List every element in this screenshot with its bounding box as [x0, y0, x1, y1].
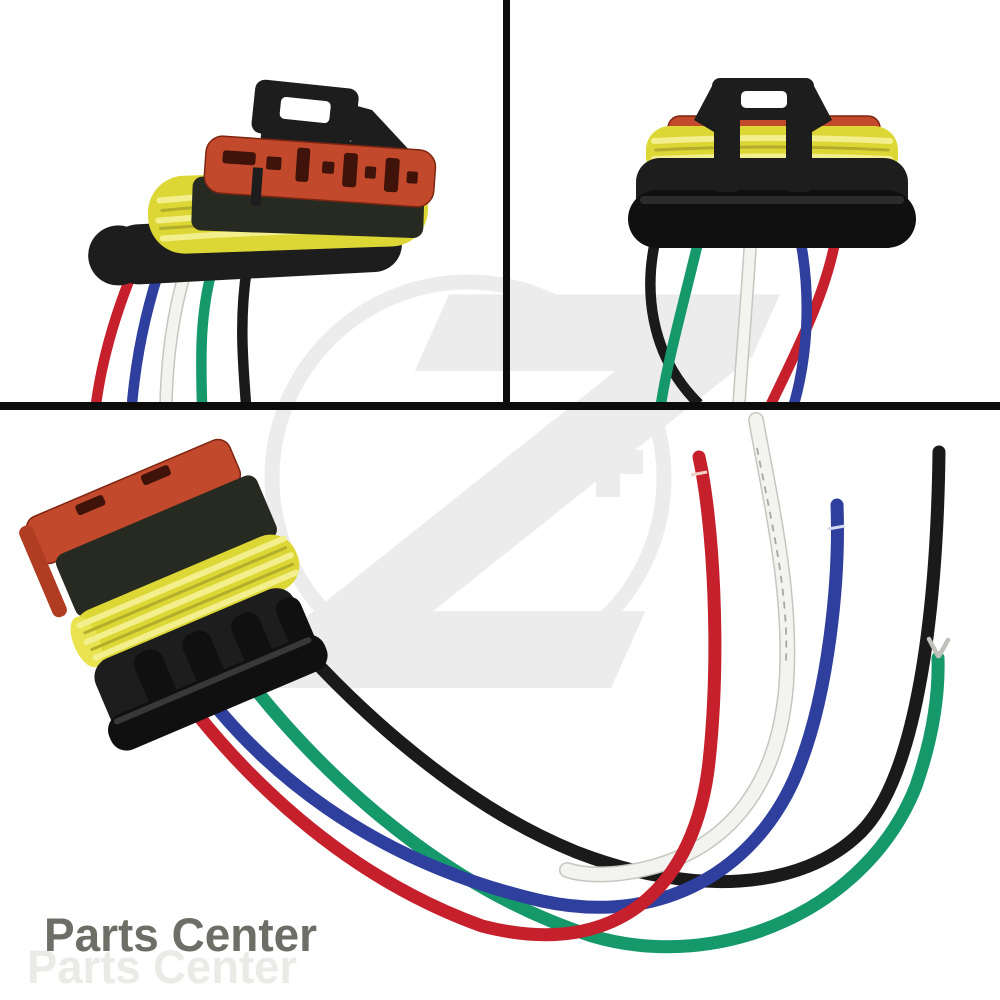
- wire-white: [160, 261, 193, 405]
- wire-green: [209, 629, 945, 954]
- watermark-logo-letter: Z: [233, 188, 812, 816]
- face-red-side: [19, 525, 67, 618]
- watermark-text: Parts Center: [44, 908, 317, 961]
- wire-black: [237, 267, 253, 405]
- tab-hole: [279, 96, 331, 124]
- latch-hole: [741, 91, 787, 108]
- housing-flange: [628, 190, 916, 248]
- green-stripped-tip: [926, 636, 951, 659]
- wire-green: [655, 228, 707, 405]
- plus-icon: [573, 427, 643, 497]
- photo-top-left-connector-front: [88, 79, 437, 405]
- red-tip-band: [690, 470, 708, 477]
- connector-housing: [19, 438, 328, 751]
- wire-white-print-marking: [756, 447, 788, 663]
- photo-bottom-connector-pigtail: [19, 412, 951, 954]
- wire-white: [560, 413, 794, 881]
- mounting-tab: [251, 79, 359, 143]
- wire-red: [144, 450, 722, 942]
- terminal-face: [203, 135, 437, 208]
- latch-clip: [694, 78, 832, 192]
- wire-blue: [788, 231, 812, 406]
- housing-upper: [55, 475, 277, 617]
- photo-top-right-connector-rear: [628, 78, 916, 408]
- base-flange: [107, 634, 328, 751]
- watermark-ring: [264, 274, 672, 682]
- wire-white: [733, 232, 757, 405]
- blue-tip-band: [827, 524, 846, 531]
- divider-vertical: [503, 0, 510, 406]
- wire-black: [645, 224, 703, 408]
- wire-black: [250, 445, 946, 889]
- wire-blue: [176, 498, 844, 914]
- housing-base: [94, 588, 328, 751]
- divider-horizontal: [0, 402, 1000, 410]
- flange-highlight: [640, 196, 904, 204]
- wire-green: [196, 264, 219, 405]
- watermark-logo: Z: [233, 188, 812, 816]
- watermark-text-echo: Parts Center: [27, 940, 297, 993]
- seal-yellow: [70, 534, 300, 668]
